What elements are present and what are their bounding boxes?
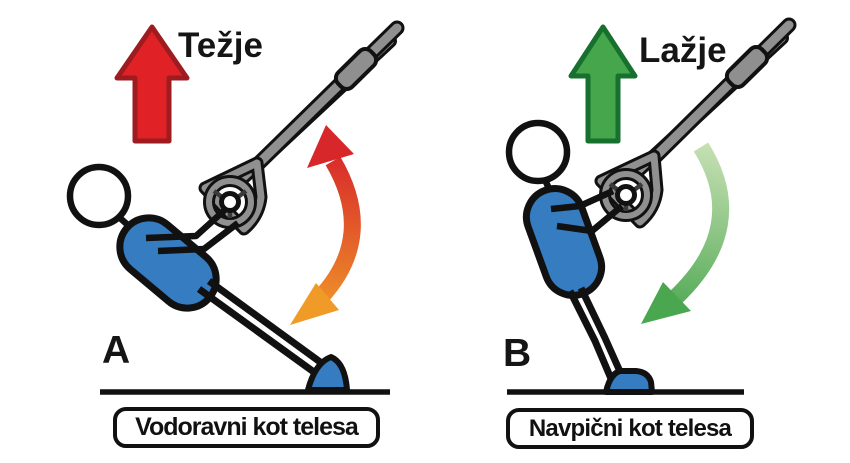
handle-hub: [219, 191, 241, 213]
figure-arm: [157, 220, 240, 255]
handle-hub: [615, 184, 637, 206]
ring-spoke: [212, 189, 224, 199]
figure-leg: [566, 289, 616, 383]
right-strap: [632, 17, 797, 177]
right-panel-letter: B: [503, 332, 532, 375]
ring-spoke: [608, 182, 620, 192]
easier-up-arrow-icon: [568, 24, 638, 144]
right-caption-box: Navpični kot telesa: [506, 408, 754, 449]
ring-spoke: [236, 189, 248, 199]
left-effort-label: Težje: [178, 26, 263, 65]
figure-arm: [550, 188, 615, 213]
handle-loop-fill: [201, 159, 265, 233]
strap-buckle: [724, 45, 770, 89]
swing-curve: [668, 142, 730, 306]
left-handle: [198, 156, 268, 236]
left-caption-box: Vodoravni kot telesa: [113, 407, 380, 448]
harder-up-arrow-icon: [114, 24, 190, 144]
swing-arrowhead-up: [307, 125, 354, 168]
figure-foot: [603, 368, 655, 395]
right-figure: [505, 119, 655, 395]
handle-loop-fill: [597, 152, 661, 226]
left-swing-arrow: [290, 125, 361, 325]
figure-leg: [206, 278, 330, 370]
figure-head: [66, 163, 132, 229]
left-caption-text: Vodoravni kot telesa: [135, 413, 359, 441]
figure-arm: [145, 205, 230, 242]
left-panel-letter: A: [102, 329, 131, 372]
figure-arm: [556, 203, 625, 235]
strap-main-fill: [251, 23, 402, 171]
strap-buckle: [333, 47, 379, 91]
ring-spoke: [632, 182, 644, 192]
swing-arrowhead-down: [641, 282, 691, 324]
strap-main-fill: [648, 20, 794, 164]
figure-leg: [196, 286, 321, 378]
swing-curve: [314, 156, 361, 303]
right-handle: [594, 149, 664, 229]
left-strap: [237, 20, 405, 184]
figure-foot: [305, 354, 350, 393]
swing-arrowhead-down: [290, 283, 339, 325]
figure-leg: [577, 286, 626, 378]
figure-head: [505, 119, 571, 185]
right-effort-label: Lažje: [639, 31, 727, 70]
right-caption-text: Navpični kot telesa: [528, 414, 732, 442]
left-figure: [66, 163, 350, 393]
right-swing-arrow: [641, 142, 730, 324]
handle-ring-fill: [206, 178, 254, 226]
